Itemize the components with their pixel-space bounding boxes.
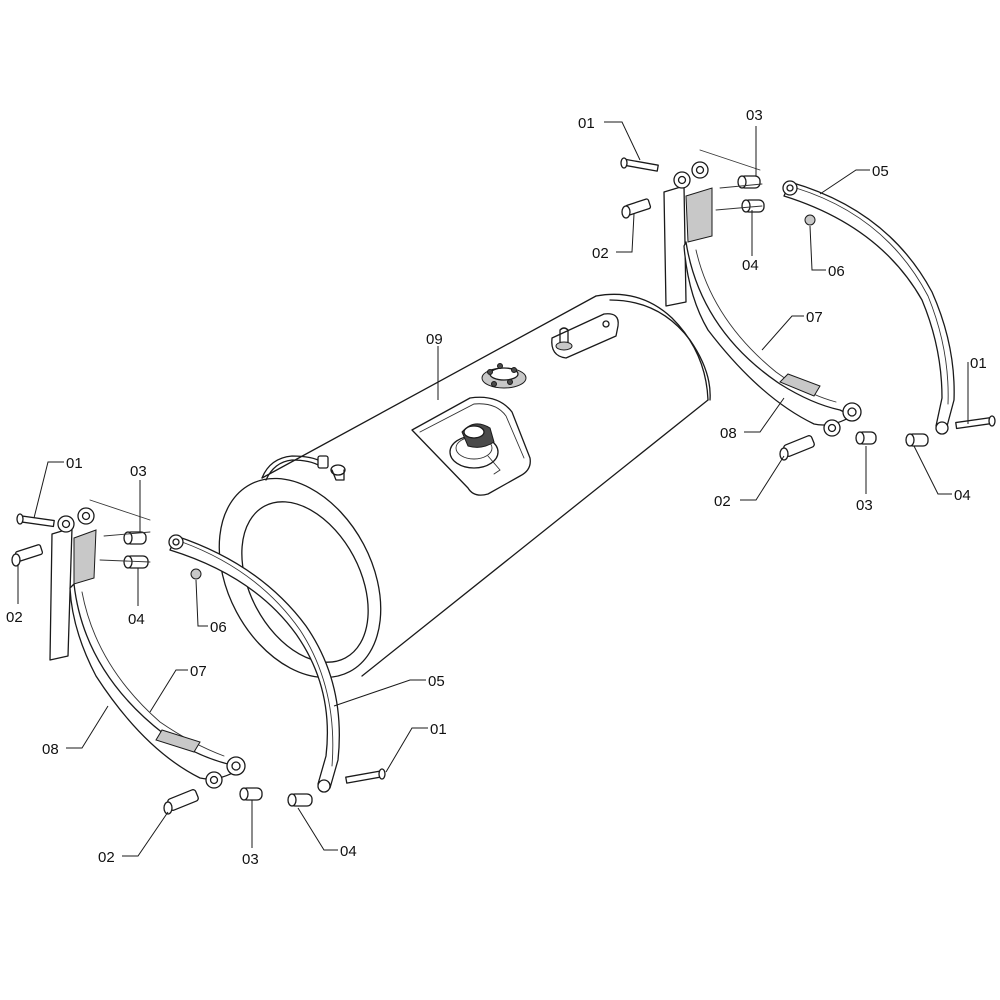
callout-07-right: 07 (806, 309, 823, 326)
leader-lines (17, 121, 969, 857)
tank (218, 293, 711, 679)
callout-03-right: 03 (856, 497, 873, 514)
right-strap-assembly (620, 149, 996, 461)
callout-02-bottom: 02 (98, 849, 115, 866)
callout-02-right: 02 (714, 493, 731, 510)
callout-02-top-right: 02 (592, 245, 609, 262)
callout-01-bottom: 01 (430, 721, 447, 738)
callout-03-top-right: 03 (746, 107, 763, 124)
left-strap-assembly (11, 499, 386, 815)
callout-01-left: 01 (66, 455, 83, 472)
callout-05-top-right: 05 (872, 163, 889, 180)
callout-01-top-right: 01 (578, 115, 595, 132)
callout-04-right: 04 (954, 487, 971, 504)
callout-07-left: 07 (190, 663, 207, 680)
callout-08-left: 08 (42, 741, 59, 758)
callout-04-bottom: 04 (340, 843, 357, 860)
callout-04-left: 04 (128, 611, 145, 628)
callout-06-top-right: 06 (828, 263, 845, 280)
callout-09-tank: 09 (426, 331, 443, 348)
callout-03-left: 03 (130, 463, 147, 480)
callout-02-left: 02 (6, 609, 23, 626)
callout-03-bottom: 03 (242, 851, 259, 868)
callout-01-right: 01 (970, 355, 987, 372)
callout-05-bottom: 05 (428, 673, 445, 690)
callout-06-left: 06 (210, 619, 227, 636)
callout-08-right: 08 (720, 425, 737, 442)
callout-labels: 01 03 05 02 04 06 07 08 01 02 03 04 09 0… (6, 107, 987, 868)
callout-04-top-right: 04 (742, 257, 759, 274)
